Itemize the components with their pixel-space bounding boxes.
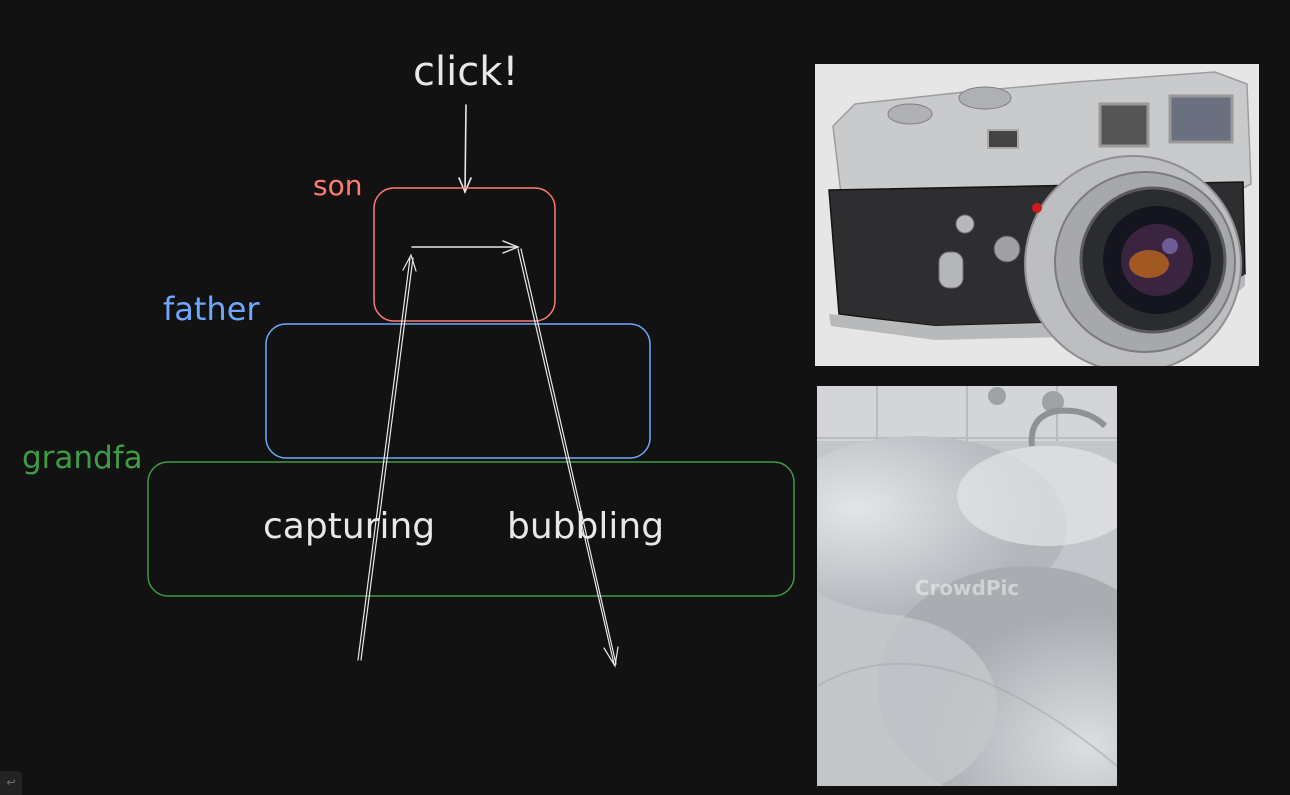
father-box [265,323,651,459]
father-label: father [163,290,260,328]
son-box [373,187,556,322]
click-label: click! [413,49,518,95]
foam-image: CrowdPic [817,386,1117,786]
camera-image [815,64,1259,366]
grandfa-box [147,461,795,597]
capturing-arrow [357,253,417,661]
son-label: son [313,169,362,202]
click-arrow [458,104,472,195]
watermark-text: CrowdPic [914,576,1020,600]
undo-arrow-icon[interactable]: ↩ [0,771,22,795]
camera-illustration [815,64,1259,366]
bubbling-arrow [517,248,619,668]
grandfa-label: grandfa [22,440,143,476]
foam-illustration [817,386,1117,786]
capturing-label: capturing [263,506,435,547]
target-arrow [411,240,520,254]
